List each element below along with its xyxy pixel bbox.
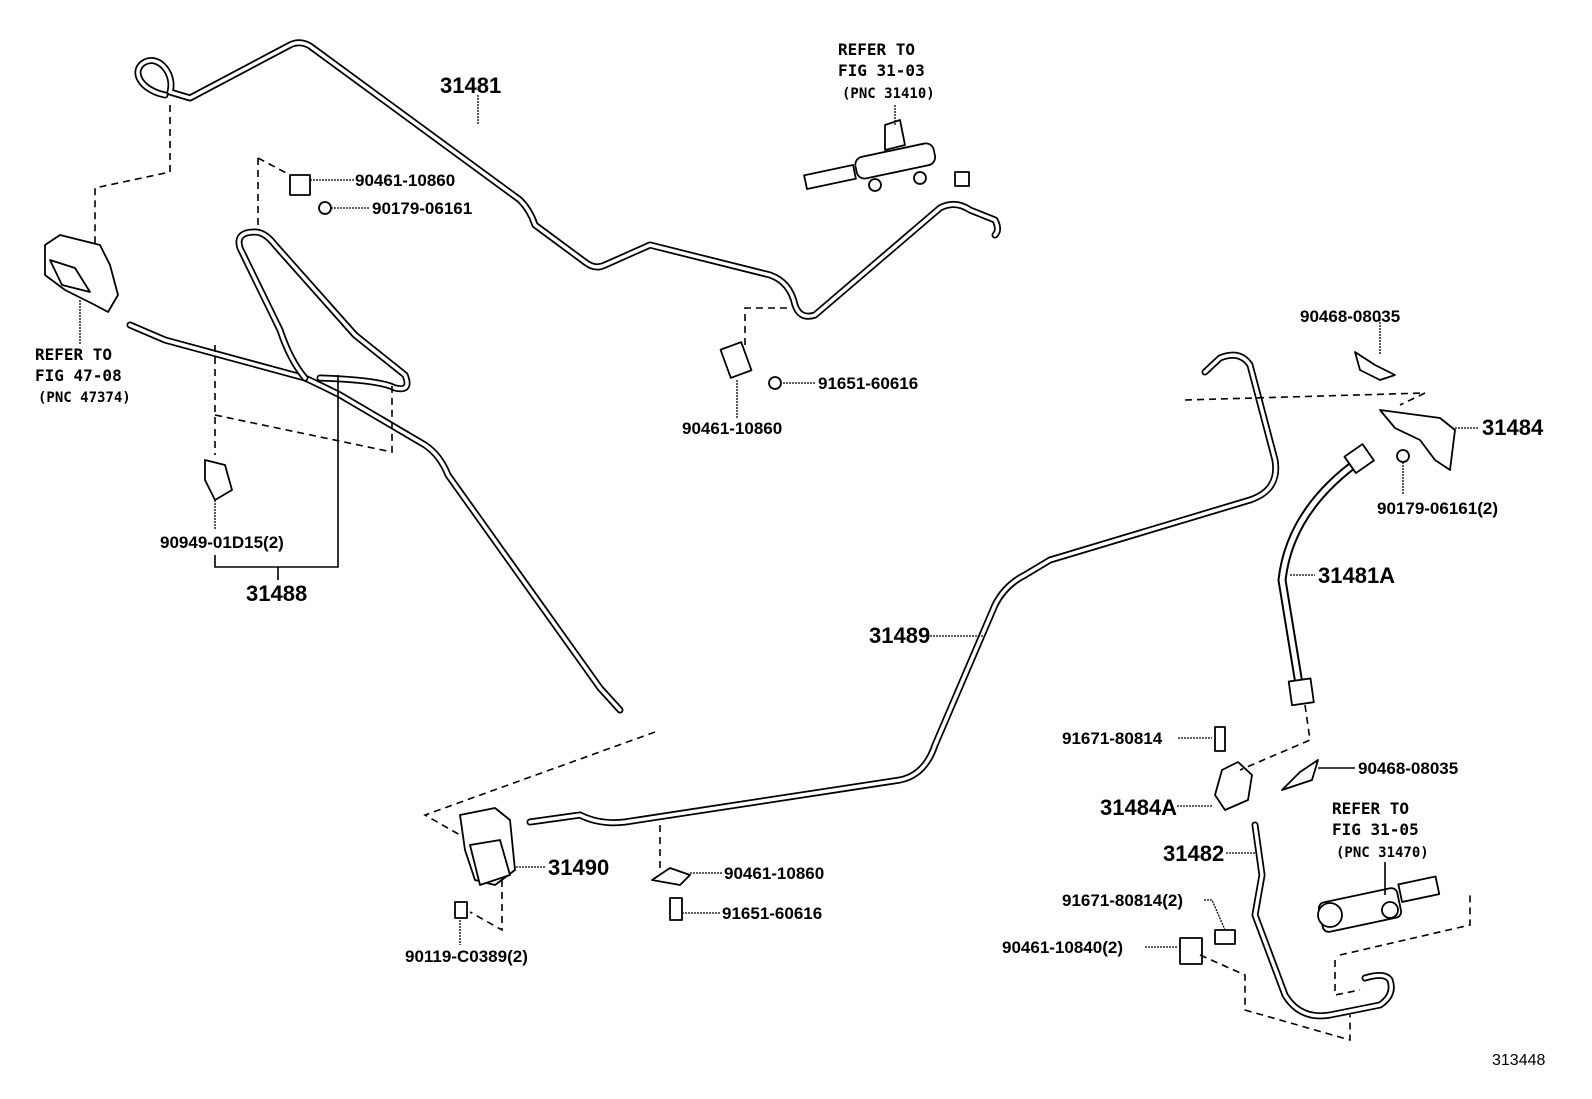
- bracket-31484: [1379, 409, 1456, 471]
- label-31484A: 31484A: [1100, 795, 1177, 820]
- bracket-31490: [459, 807, 516, 886]
- label-31481A: 31481A: [1318, 563, 1395, 588]
- reference-fig-31-05: REFER TO FIG 31-05 (PNC 31470): [1332, 799, 1429, 861]
- label-31488: 31488: [246, 581, 307, 606]
- label-fastener: 90461-10840(2): [1002, 938, 1123, 957]
- label-fastener: 91651-60616: [722, 904, 822, 923]
- label-31489: 31489: [869, 623, 930, 648]
- label-fastener: 90179-06161(2): [1377, 499, 1498, 518]
- label-fastener: 90461-10860: [682, 419, 782, 438]
- label-31490: 31490: [548, 855, 609, 880]
- bracket-31484A: [1214, 761, 1253, 811]
- svg-text:FIG 47-08: FIG 47-08: [35, 366, 122, 385]
- pipe-31489: [526, 351, 1280, 827]
- label-fastener: 90949-01D15(2): [160, 533, 284, 552]
- svg-text:FIG 31-05: FIG 31-05: [1332, 820, 1419, 839]
- label-31484: 31484: [1482, 415, 1544, 440]
- clutch-master-cylinder: [803, 119, 970, 192]
- svg-text:REFER TO: REFER TO: [1332, 799, 1409, 818]
- leader-lines: [79, 95, 1478, 948]
- label-31482: 31482: [1163, 841, 1224, 866]
- svg-text:REFER TO: REFER TO: [35, 345, 112, 364]
- label-fastener: 90468-08035: [1300, 307, 1400, 326]
- label-fastener: 90179-06161: [372, 199, 472, 218]
- label-fastener: 91671-80814(2): [1062, 891, 1183, 910]
- svg-text:FIG 31-03: FIG 31-03: [838, 61, 925, 80]
- label-fastener: 91671-80814: [1062, 729, 1163, 748]
- figure-number: 313448: [1492, 1052, 1545, 1069]
- label-fastener: 90461-10860: [355, 171, 455, 190]
- pipe-31482: [1251, 821, 1395, 1020]
- label-fastener: 91651-60616: [818, 374, 918, 393]
- label-fastener: 90461-10860: [724, 864, 824, 883]
- pipe-31488: [126, 228, 624, 714]
- svg-text:REFER TO: REFER TO: [838, 40, 915, 59]
- hose-31481A: [1277, 443, 1375, 707]
- label-31481: 31481: [440, 73, 501, 98]
- clutch-release-cylinder: [1317, 875, 1441, 933]
- reference-fig-31-03: REFER TO FIG 31-03 (PNC 31410): [838, 40, 935, 102]
- svg-text:(PNC 31410): (PNC 31410): [842, 86, 935, 102]
- svg-text:(PNC 47374): (PNC 47374): [38, 390, 131, 406]
- label-fastener: 90119-C0389(2): [405, 947, 528, 966]
- reference-fig-47-08: REFER TO FIG 47-08 (PNC 47374): [35, 345, 131, 406]
- pipe-31481: [134, 39, 1001, 320]
- assembly-lines: [94, 105, 1471, 1042]
- clips: [204, 174, 1410, 965]
- clutch-pedal-bracket: [44, 234, 119, 313]
- label-fastener: 90468-08035: [1358, 759, 1458, 778]
- svg-text:(PNC 31470): (PNC 31470): [1336, 845, 1429, 861]
